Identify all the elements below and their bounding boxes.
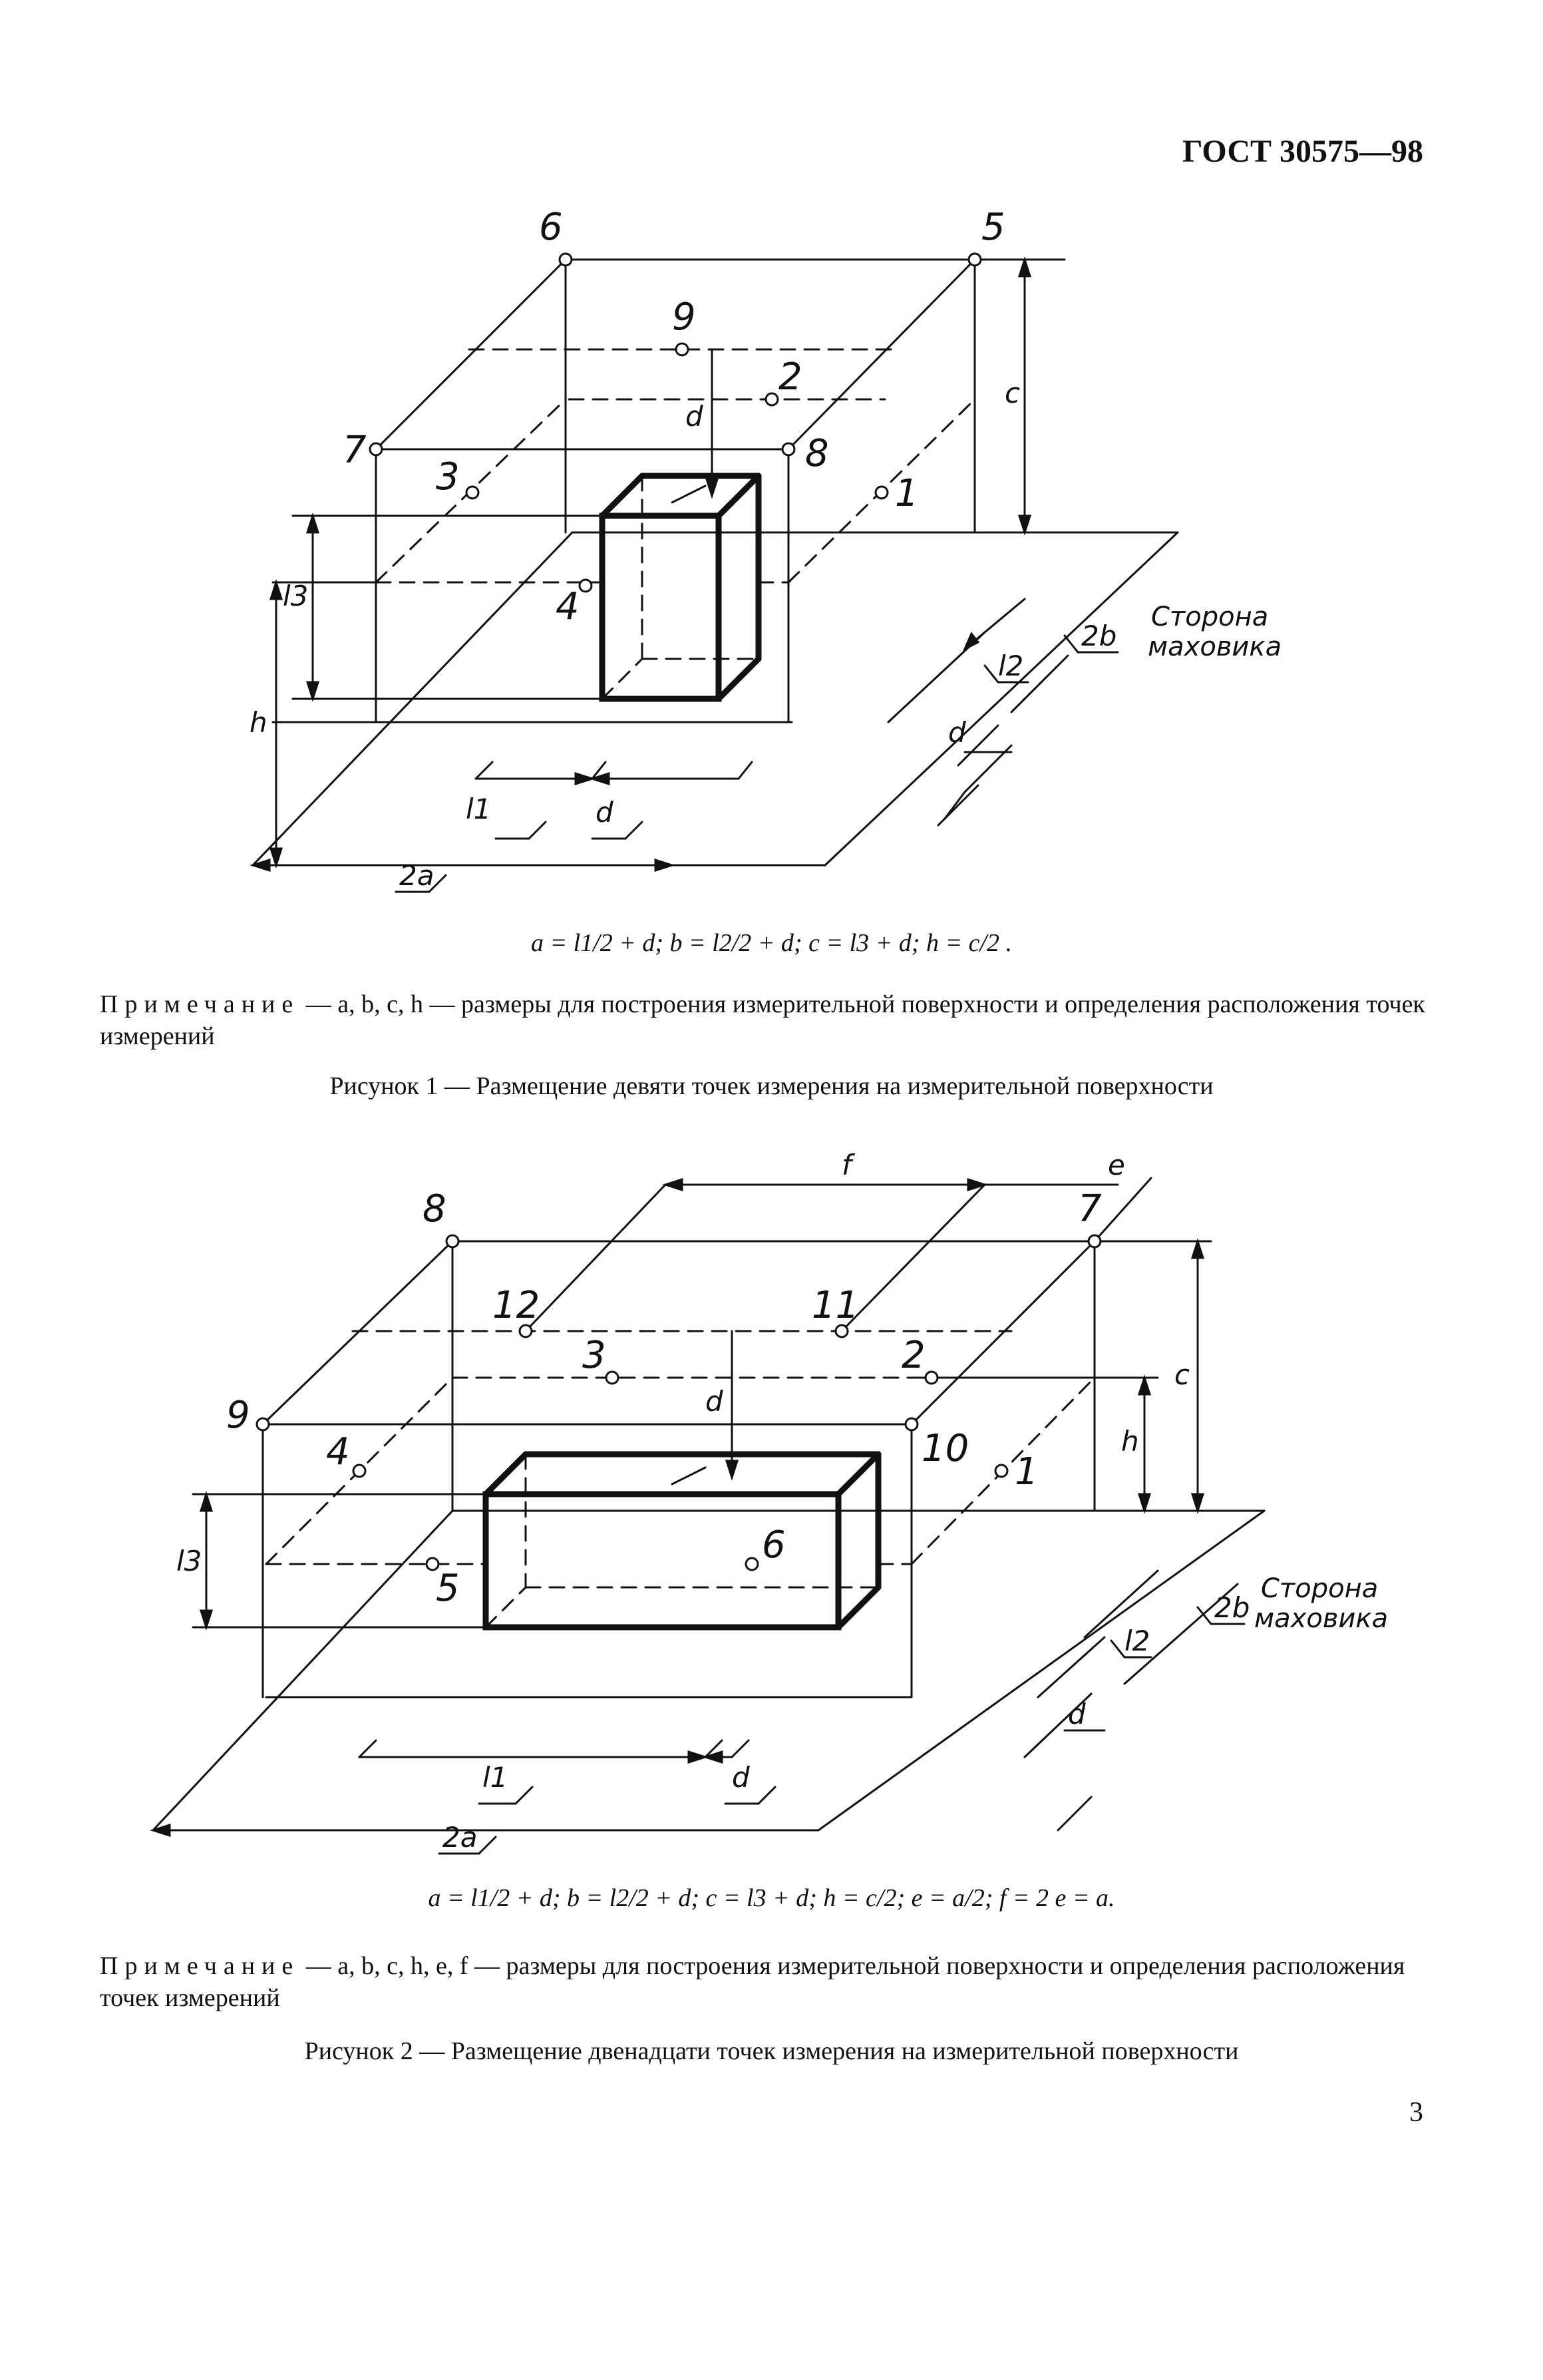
figure-1: 6 5 7 8 9 2 3 1 4 c d h l3 l1 d 2a l2 d … [0, 200, 1543, 905]
point-5-marker [425, 1557, 440, 1571]
point-12-marker [518, 1324, 533, 1338]
dim-c-label: c [1174, 1358, 1190, 1391]
point-11-marker [834, 1324, 849, 1338]
point-9-label: 9 [672, 296, 696, 339]
dim-d-label: d [685, 400, 703, 433]
point-9-marker [675, 342, 689, 357]
note-text: — a, b, c, h, e, f — размеры для построе… [100, 1952, 1405, 2012]
dim-c-label: c [1005, 377, 1020, 409]
dim-d-bottom-label: d [732, 1761, 750, 1794]
point-1-marker [994, 1464, 1009, 1478]
point-1-marker [874, 485, 889, 500]
figure-2-drawing: 8 7 9 10 12 11 3 2 4 1 5 6 f e c d h l3 … [150, 1149, 1388, 1855]
dim-2b-label: 2b [1081, 620, 1116, 652]
note-prefix: Примечание [100, 990, 300, 1018]
dim-l1-label: l1 [482, 1761, 508, 1794]
point-8-label: 8 [423, 1187, 446, 1231]
dim-h-label: h [1121, 1425, 1139, 1458]
point-3-marker [465, 485, 480, 500]
point-8-marker [781, 442, 796, 457]
flywheel-side-label-line2: маховика [1254, 1603, 1388, 1634]
point-4-label: 4 [556, 585, 580, 628]
note-text: — a, b, c, h — размеры для построения из… [100, 990, 1425, 1050]
point-9-marker [256, 1417, 270, 1432]
note-prefix: Примечание [100, 1952, 300, 1980]
point-4-marker [352, 1464, 367, 1478]
point-7-marker [1087, 1234, 1102, 1249]
dim-2b-label: 2b [1214, 1591, 1250, 1624]
figure-1-caption: Рисунок 1 — Размещение девяти точек изме… [329, 1072, 1214, 1100]
document-header: ГОСТ 30575—98 [1182, 134, 1423, 169]
point-6-label: 6 [762, 1523, 786, 1567]
dim-l3-label: l3 [176, 1545, 202, 1577]
point-7-label: 7 [343, 429, 367, 472]
figure-1-formula: a = l1/2 + d; b = l2/2 + d; c = l3 + d; … [530, 929, 1013, 957]
figure-1-drawing: 6 5 7 8 9 2 3 1 4 c d h l3 l1 d 2a l2 d … [250, 206, 1282, 893]
point-1-label: 1 [1015, 1450, 1039, 1493]
figure-2-caption: Рисунок 2 — Размещение двенадцати точек … [304, 2037, 1239, 2065]
figure-2-formula: a = l1/2 + d; b = l2/2 + d; c = l3 + d; … [428, 1884, 1115, 1912]
point-2-label: 2 [902, 1334, 926, 1377]
point-6-marker [558, 252, 573, 267]
dim-l2-label: l2 [998, 650, 1023, 682]
point-12-label: 12 [492, 1284, 540, 1327]
dim-d-right-label: d [948, 716, 966, 749]
dim-f-label: f [842, 1149, 856, 1181]
dim-2a-label: 2a [399, 859, 434, 892]
flywheel-side-label-line1: Сторона [1151, 602, 1268, 632]
dim-h-label: h [250, 706, 267, 739]
dim-l3-label: l3 [283, 580, 308, 612]
point-6-marker [745, 1557, 759, 1571]
point-2-label: 2 [778, 355, 802, 399]
point-4-label: 4 [326, 1430, 350, 1474]
point-11-label: 11 [812, 1284, 859, 1327]
point-3-label: 3 [582, 1334, 606, 1377]
point-9-label: 9 [226, 1394, 250, 1437]
point-7-label: 7 [1078, 1187, 1102, 1231]
dim-e-label: e [1108, 1149, 1125, 1181]
point-5-label: 5 [981, 206, 1005, 249]
point-10-label: 10 [922, 1427, 969, 1470]
point-6-label: 6 [539, 206, 563, 249]
figure-1-note: Примечание — a, b, c, h — размеры для по… [100, 988, 1431, 1052]
page-number: 3 [1409, 2097, 1423, 2128]
point-7-marker [369, 442, 383, 457]
point-2-marker [765, 392, 779, 407]
point-4-marker [578, 578, 593, 593]
dim-l1-label: l1 [466, 793, 491, 825]
point-3-label: 3 [436, 455, 460, 498]
flywheel-side-label-line2: маховика [1148, 632, 1282, 662]
point-3-marker [605, 1370, 619, 1385]
flywheel-side-label-line1: Сторона [1261, 1573, 1378, 1604]
point-8-label: 8 [805, 432, 829, 475]
dim-d-right-label: d [1068, 1698, 1086, 1730]
point-5-label: 5 [436, 1567, 460, 1610]
point-8-marker [445, 1234, 460, 1249]
dim-d-bottom-label: d [596, 796, 613, 829]
figure-2-note: Примечание — a, b, c, h, e, f — размеры … [100, 1950, 1431, 2014]
figure-2: 8 7 9 10 12 11 3 2 4 1 5 6 f e c d h l3 … [0, 1131, 1543, 1864]
dim-l2-label: l2 [1124, 1625, 1150, 1657]
point-5-marker [967, 252, 982, 267]
point-10-marker [904, 1417, 919, 1432]
dim-d-label: d [705, 1385, 723, 1418]
point-1-label: 1 [895, 472, 919, 515]
point-2-marker [924, 1370, 939, 1385]
dim-2a-label: 2a [442, 1821, 477, 1854]
